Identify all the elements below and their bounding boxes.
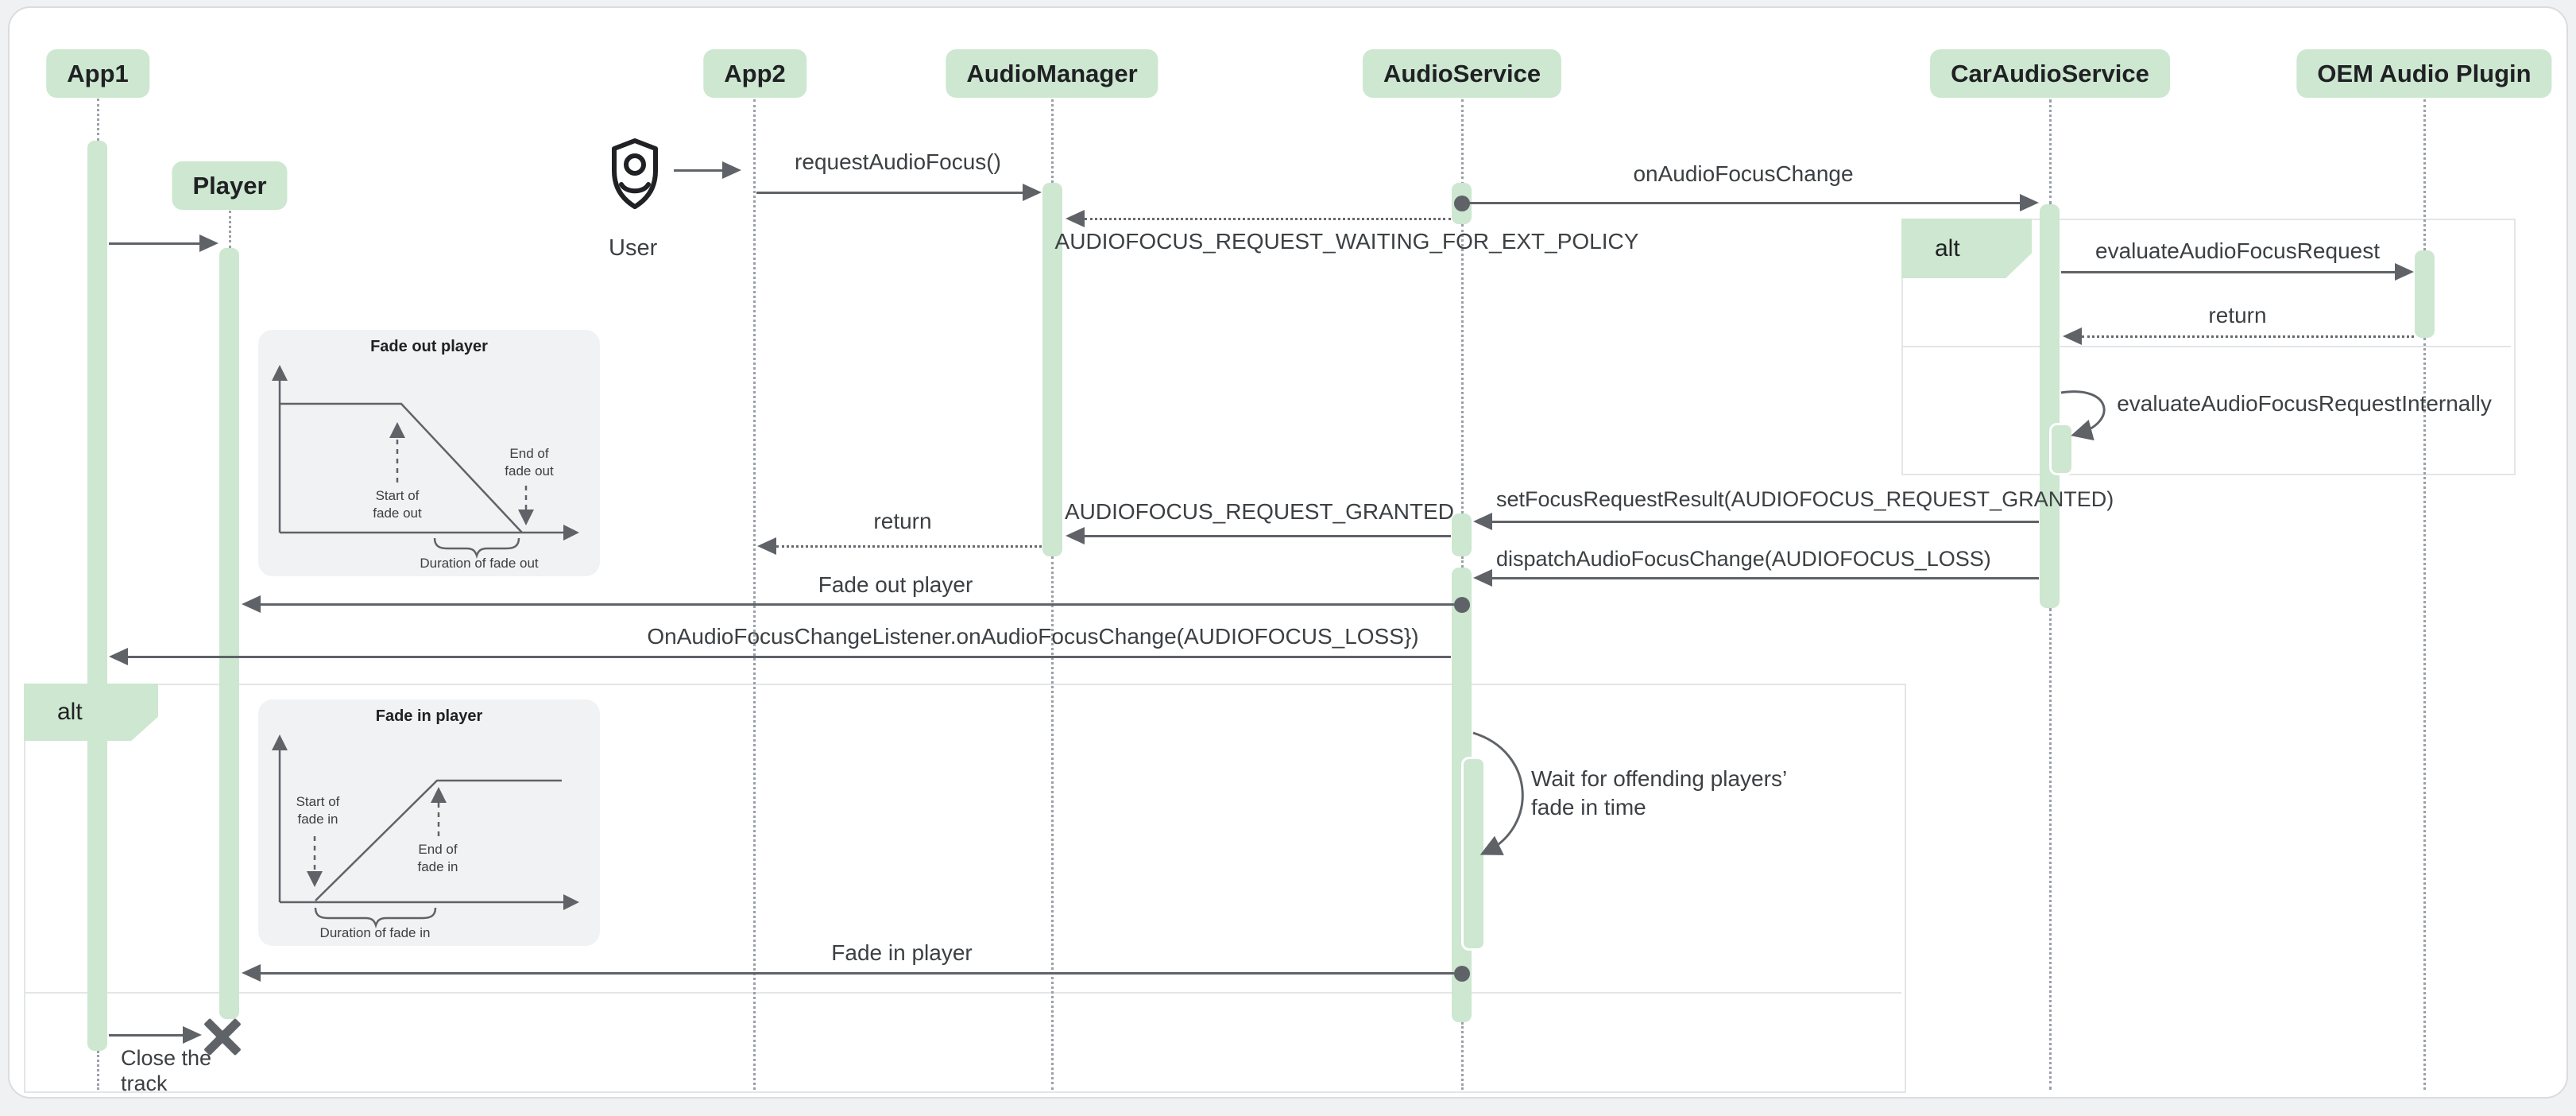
lifeline-oem-upper: [2423, 99, 2426, 250]
activation-audioservice-2: [1452, 513, 1472, 556]
arrow-dispatch-audio-focus-change: [1492, 577, 2039, 579]
participant-player: Player: [172, 161, 288, 210]
participant-audioservice: AudioService: [1362, 49, 1562, 98]
message-dispatch-audio-focus-change: dispatchAudioFocusChange(AUDIOFOCUS_LOSS…: [1496, 547, 1991, 571]
arrowhead: [183, 1026, 202, 1044]
fade-in-duration-label: Duration of fade in: [319, 925, 431, 940]
message-fade-in-player: Fade in player: [831, 940, 973, 965]
arrow-request-audio-focus: [756, 192, 1024, 194]
arrow-app1-to-player: [109, 242, 201, 245]
shield-user-icon: [612, 138, 658, 209]
fade-in-chart: Fade in player Start of fade in End of f…: [258, 699, 600, 946]
arrow-waiting-return: [1085, 218, 1451, 220]
fade-out-duration-label: Duration of fade out: [420, 556, 539, 571]
activation-audiomanager: [1042, 183, 1062, 556]
fade-out-end-label: End of fade out: [505, 446, 554, 479]
fade-out-start-label: Start of fade out: [373, 488, 422, 521]
arrowhead: [1473, 513, 1492, 530]
arrow-close-track: [109, 1034, 184, 1037]
arrow-fade-out-player: [261, 603, 1454, 606]
arrowhead: [1023, 184, 1042, 201]
message-waiting-for-ext-policy: AUDIOFOCUS_REQUEST_WAITING_FOR_EXT_POLIC…: [1054, 229, 1639, 254]
message-request-audio-focus: requestAudioFocus(): [795, 149, 1001, 174]
self-loop-audioservice: [1472, 731, 1524, 855]
message-manager-return: return: [873, 509, 932, 533]
lifeline-audioservice-1: [1461, 99, 1464, 184]
arrowhead: [1473, 569, 1492, 587]
activation-caraudioservice-nested: [2049, 423, 2074, 475]
lifeline-audiomanager-lower: [1051, 556, 1054, 1090]
message-on-audio-focus-change: onAudioFocusChange: [1633, 161, 1854, 186]
activation-caraudioservice: [2040, 204, 2060, 608]
lifeline-audioservice-2: [1461, 224, 1464, 513]
activation-app1: [87, 141, 107, 1051]
actor-label: User: [609, 235, 658, 261]
participant-app1: App1: [46, 49, 149, 98]
message-evaluate-return: return: [2208, 303, 2267, 327]
alt-fragment-bottom-divider: [25, 992, 1901, 994]
arrow-request-granted: [1085, 535, 1451, 537]
arrow-evaluate-audio-focus-request: [2061, 271, 2396, 273]
arrowhead: [199, 234, 219, 252]
message-close-the-track: Close the track: [121, 1046, 212, 1095]
lifeline-caraudioservice-upper: [2049, 99, 2052, 204]
arrow-on-focus-change-listener: [128, 656, 1451, 658]
fade-out-chart: Fade out player Start of fade out End of…: [258, 330, 600, 576]
arrow-evaluate-return: [2082, 335, 2414, 338]
arrowhead: [2395, 263, 2414, 281]
arrowhead: [109, 648, 128, 665]
arrowhead: [242, 964, 261, 982]
lifeline-app2: [753, 99, 756, 1090]
origin-dot: [1454, 597, 1470, 613]
arrow-user-to-app2: [674, 169, 724, 172]
alt-bottom-label: alt: [24, 684, 158, 741]
arrowhead: [757, 537, 776, 555]
alt-fragment-top-divider: [1903, 346, 2511, 347]
message-request-granted: AUDIOFOCUS_REQUEST_GRANTED: [1064, 499, 1455, 524]
fade-in-chart-plot: [272, 734, 579, 928]
arrowhead: [2063, 327, 2082, 345]
participant-app2: App2: [703, 49, 806, 98]
activation-oem: [2415, 250, 2435, 338]
lifeline-oem-lower: [2423, 338, 2426, 1090]
arrowhead: [722, 161, 741, 179]
message-fade-out-player: Fade out player: [818, 572, 973, 597]
message-on-focus-change-listener: OnAudioFocusChangeListener.onAudioFocusC…: [647, 624, 1419, 649]
message-wait-for-fade-in: Wait for offending players’ fade in time: [1531, 766, 1787, 820]
participant-caraudioservice: CarAudioService: [1930, 49, 2170, 98]
fade-in-chart-title: Fade in player: [375, 707, 483, 725]
message-evaluate-audio-focus-request: evaluateAudioFocusRequest: [2094, 238, 2381, 263]
alt-top-label: alt: [1901, 219, 2032, 278]
fade-in-end-label: End of fade in: [417, 842, 458, 875]
fade-in-start-label: Start of fade in: [296, 794, 340, 827]
lifeline-player: [229, 211, 231, 248]
lifeline-app1-lower: [97, 1051, 99, 1090]
alt-fragment-bottom: [24, 684, 1906, 1093]
lifeline-audiomanager-upper: [1051, 99, 1054, 183]
message-evaluate-internally: evaluateAudioFocusRequestInternally: [2117, 391, 2492, 416]
arrow-set-focus-request-result: [1492, 521, 2039, 523]
participant-oem-audio-plugin: OEM Audio Plugin: [2296, 49, 2552, 98]
participant-audiomanager: AudioManager: [946, 49, 1158, 98]
fade-out-chart-title: Fade out player: [370, 338, 488, 355]
self-loop-caraudioservice: [2060, 390, 2106, 441]
arrowhead: [1066, 210, 1085, 227]
fade-out-chart-plot: [272, 365, 579, 559]
arrowhead: [1066, 527, 1085, 544]
lifeline-audioservice-4: [1461, 1022, 1464, 1090]
arrowhead: [2020, 194, 2039, 211]
lifeline-audioservice-3: [1461, 556, 1464, 568]
arrow-fade-in-player: [261, 972, 1454, 975]
arrowhead: [242, 595, 261, 613]
origin-dot: [1454, 966, 1470, 982]
arrow-on-audio-focus-change: [1462, 202, 2021, 204]
arrow-manager-return: [776, 545, 1042, 548]
activation-player: [219, 248, 239, 1019]
lifeline-app1-upper: [97, 99, 99, 141]
lifeline-caraudioservice-lower: [2049, 608, 2052, 1090]
message-set-focus-request-result: setFocusRequestResult(AUDIOFOCUS_REQUEST…: [1496, 487, 2114, 511]
alt-fragment-top: [1901, 219, 2516, 475]
